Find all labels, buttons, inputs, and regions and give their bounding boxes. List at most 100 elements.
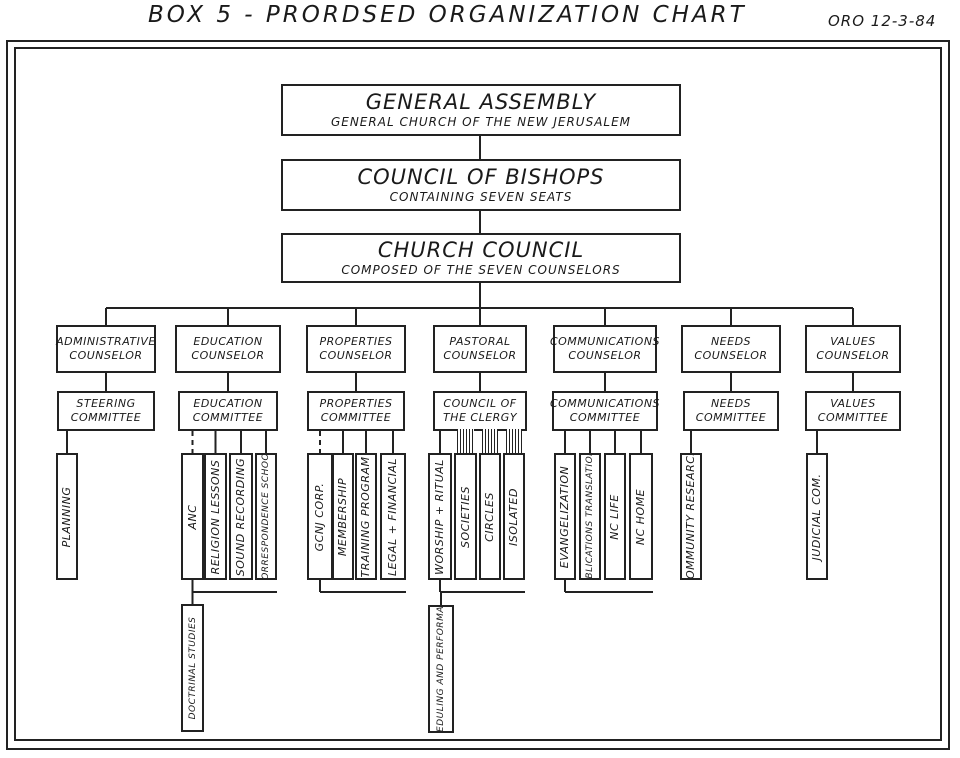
church-council-box: CHURCH COUNCIL COMPOSED OF THE SEVEN COU… xyxy=(281,233,681,283)
committee-label: EDUCATION xyxy=(193,397,263,410)
counselor-label: COUNSELOR xyxy=(816,349,890,362)
unit-label: SOCIETIES xyxy=(458,485,472,548)
unit-label: GCNJ CORP. xyxy=(313,482,326,551)
unit-box: CORRESPONDENCE SCHOOL xyxy=(255,453,277,580)
unit-label: NC HOME xyxy=(634,488,647,545)
unit-box: SOUND RECORDING xyxy=(229,453,253,580)
church-council-subtitle: COMPOSED OF THE SEVEN COUNSELORS xyxy=(341,263,621,277)
committee-label: COMMUNICATIONS xyxy=(549,397,661,410)
counselor-label: COUNSELOR xyxy=(319,349,393,362)
counselor-label: PASTORAL xyxy=(449,335,511,348)
unit-label: JUDICIAL COM. xyxy=(810,473,823,560)
committee-label: COMMITTEE xyxy=(569,411,641,424)
extra-unit-box: SCHEDULING AND PERFORMANCE xyxy=(428,605,454,733)
unit-label: RELIGION LESSONS xyxy=(208,459,222,574)
unit-label: MEMBERSHIP xyxy=(336,477,349,556)
unit-box: ANC xyxy=(181,453,204,580)
committee-label: COMMITTEE xyxy=(320,411,392,424)
unit-box: SOCIETIES xyxy=(454,453,477,580)
unit-box: EVANGELIZATION xyxy=(554,453,576,580)
unit-label: LEGAL + FINANCIAL xyxy=(386,457,399,576)
committee-label: COMMITTEE xyxy=(817,411,889,424)
unit-label: WORSHIP + RITUAL xyxy=(433,458,446,575)
committee-label: NEEDS xyxy=(710,397,752,410)
church-council-title: CHURCH COUNCIL xyxy=(377,238,585,262)
council-of-bishops-box: COUNCIL OF BISHOPS CONTAINING SEVEN SEAT… xyxy=(281,159,681,211)
page-title: BOX 5 - PRORDSED ORGANIZATION CHART xyxy=(148,2,747,28)
unit-box: JUDICIAL COM. xyxy=(806,453,828,580)
unit-box: ISOLATED xyxy=(503,453,525,580)
counselor-label: COUNSELOR xyxy=(694,349,768,362)
unit-box: RELIGION LESSONS xyxy=(204,453,227,580)
general-assembly-subtitle: GENERAL CHURCH OF THE NEW JERUSALEM xyxy=(330,115,632,129)
hatched-connector xyxy=(506,429,522,453)
hatched-connector xyxy=(482,429,498,453)
committee-label: STEERING xyxy=(76,397,136,410)
counselor-label: COUNSELOR xyxy=(443,349,517,362)
council-of-bishops-title: COUNCIL OF BISHOPS xyxy=(357,165,605,189)
counselor-label: COMMUNICATIONS xyxy=(549,335,661,348)
general-assembly-title: GENERAL ASSEMBLY xyxy=(365,90,597,114)
unit-box: CIRCLES xyxy=(479,453,501,580)
council-of-bishops-subtitle: CONTAINING SEVEN SEATS xyxy=(389,190,573,204)
counselor-label: COUNSELOR xyxy=(568,349,642,362)
unit-label: ANC xyxy=(185,504,199,529)
unit-label: COMMUNITY RESEARCH xyxy=(684,453,697,580)
counselor-label: COUNSELOR xyxy=(191,349,265,362)
counselor-label: ADMINISTRATIVE xyxy=(56,335,156,348)
unit-box: NC LIFE xyxy=(604,453,626,580)
general-assembly-box: GENERAL ASSEMBLY GENERAL CHURCH OF THE N… xyxy=(281,84,681,136)
unit-box: MEMBERSHIP xyxy=(332,453,354,580)
chart-frame-outer xyxy=(6,40,950,750)
unit-box: WORSHIP + RITUAL xyxy=(428,453,452,580)
extra-unit-label: SCHEDULING AND PERFORMANCE xyxy=(436,605,446,733)
unit-box: GCNJ CORP. xyxy=(307,453,333,580)
unit-box: NC HOME xyxy=(629,453,653,580)
unit-label: TRAINING PROGRAM xyxy=(359,456,372,577)
unit-box: PLANNING xyxy=(56,453,78,580)
unit-box: COMMUNITY RESEARCH xyxy=(680,453,702,580)
unit-label: PLANNING xyxy=(60,486,73,547)
hatched-connector xyxy=(457,429,474,453)
unit-box: PUBLICATIONS TRANSLATIONS xyxy=(579,453,601,580)
counselor-label: COUNSELOR xyxy=(69,349,143,362)
unit-label: NC LIFE xyxy=(608,493,621,540)
date-mark: ORO 12-3-84 xyxy=(828,12,937,30)
unit-box: TRAINING PROGRAM xyxy=(355,453,377,580)
counselor-label: VALUES xyxy=(830,335,876,348)
unit-box: LEGAL + FINANCIAL xyxy=(380,453,406,580)
unit-label: ISOLATED xyxy=(507,487,520,546)
counselor-label: NEEDS xyxy=(710,335,752,348)
counselor-label: EDUCATION xyxy=(193,335,263,348)
committee-label: PROPERTIES xyxy=(319,397,393,410)
extra-unit-box: DOCTRINAL STUDIES xyxy=(181,604,204,732)
committee-label: COMMITTEE xyxy=(192,411,264,424)
unit-label: PUBLICATIONS TRANSLATIONS xyxy=(585,453,595,580)
unit-label: SOUND RECORDING xyxy=(234,457,247,576)
committee-label: COMMITTEE xyxy=(695,411,767,424)
unit-label: CORRESPONDENCE SCHOOL xyxy=(261,453,271,580)
unit-label: EVANGELIZATION xyxy=(558,465,571,568)
committee-label: THE CLERGY xyxy=(442,411,518,424)
committee-label: COMMITTEE xyxy=(70,411,142,424)
chart-frame-inner xyxy=(14,47,942,741)
committee-label: VALUES xyxy=(830,397,876,410)
committee-label: COUNCIL OF xyxy=(443,397,517,410)
unit-label: CIRCLES xyxy=(483,491,496,542)
extra-unit-label: DOCTRINAL STUDIES xyxy=(187,616,198,720)
